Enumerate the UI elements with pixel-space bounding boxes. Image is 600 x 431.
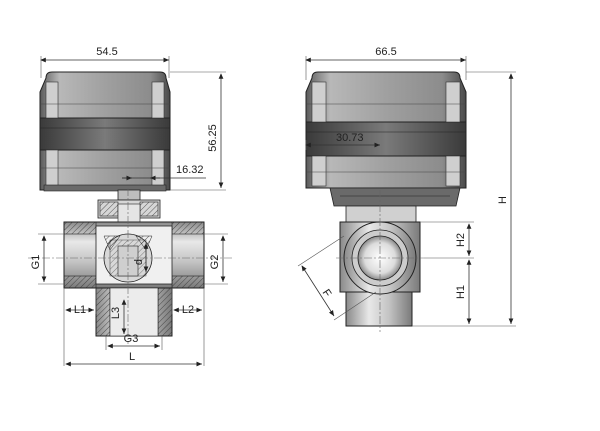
side-actuator — [305, 71, 467, 207]
front-stem-label: 16.32 — [176, 164, 204, 176]
side-offset-label: 30.73 — [336, 132, 364, 144]
front-l-dimension: L — [65, 351, 202, 367]
front-height-dimension: 56.25 — [170, 71, 226, 191]
h2-label: H2 — [455, 233, 467, 247]
h-label: H — [497, 196, 509, 204]
front-bore-d-dimension: d — [133, 243, 149, 272]
bore-d-label: d — [133, 259, 145, 265]
l-label: L — [129, 351, 135, 363]
front-width-label: 54.5 — [96, 46, 117, 58]
h1-label: H1 — [455, 285, 467, 299]
front-width-dimension: 54.5 — [40, 46, 170, 78]
side-view: 66.5 30.73 — [297, 46, 516, 332]
side-offset-dimension: 30.73 — [305, 132, 380, 150]
f-label: F — [320, 287, 334, 299]
front-view: 54.5 56.25 16.32 — [28, 46, 232, 367]
front-actuator — [39, 71, 171, 192]
front-valve-body — [63, 221, 205, 337]
side-h-dimension: H — [412, 71, 516, 327]
g1-label: G1 — [30, 255, 42, 270]
l2-label: L2 — [182, 304, 194, 316]
front-stem — [97, 189, 161, 227]
front-l1-l2-dimensions: L1 L2 — [63, 288, 205, 366]
l3-label: L3 — [110, 307, 122, 319]
g3-label: G3 — [124, 333, 139, 345]
g2-label: G2 — [209, 255, 221, 270]
front-stem-dimension: 16.32 — [122, 164, 206, 181]
side-h2-dimension: H2 — [420, 221, 474, 259]
front-height-label: 56.25 — [207, 124, 219, 152]
front-g2-dimension: G2 — [204, 233, 228, 285]
side-width-label: 66.5 — [375, 46, 396, 58]
side-neck — [345, 205, 417, 223]
l1-label: L1 — [74, 304, 86, 316]
side-width-dimension: 66.5 — [305, 46, 467, 80]
side-h1-dimension: H1 — [455, 259, 472, 324]
front-g3-dimension: G3 — [105, 333, 163, 350]
front-g1-dimension: G1 — [30, 233, 64, 285]
front-l3-dimension: L3 — [110, 299, 127, 334]
